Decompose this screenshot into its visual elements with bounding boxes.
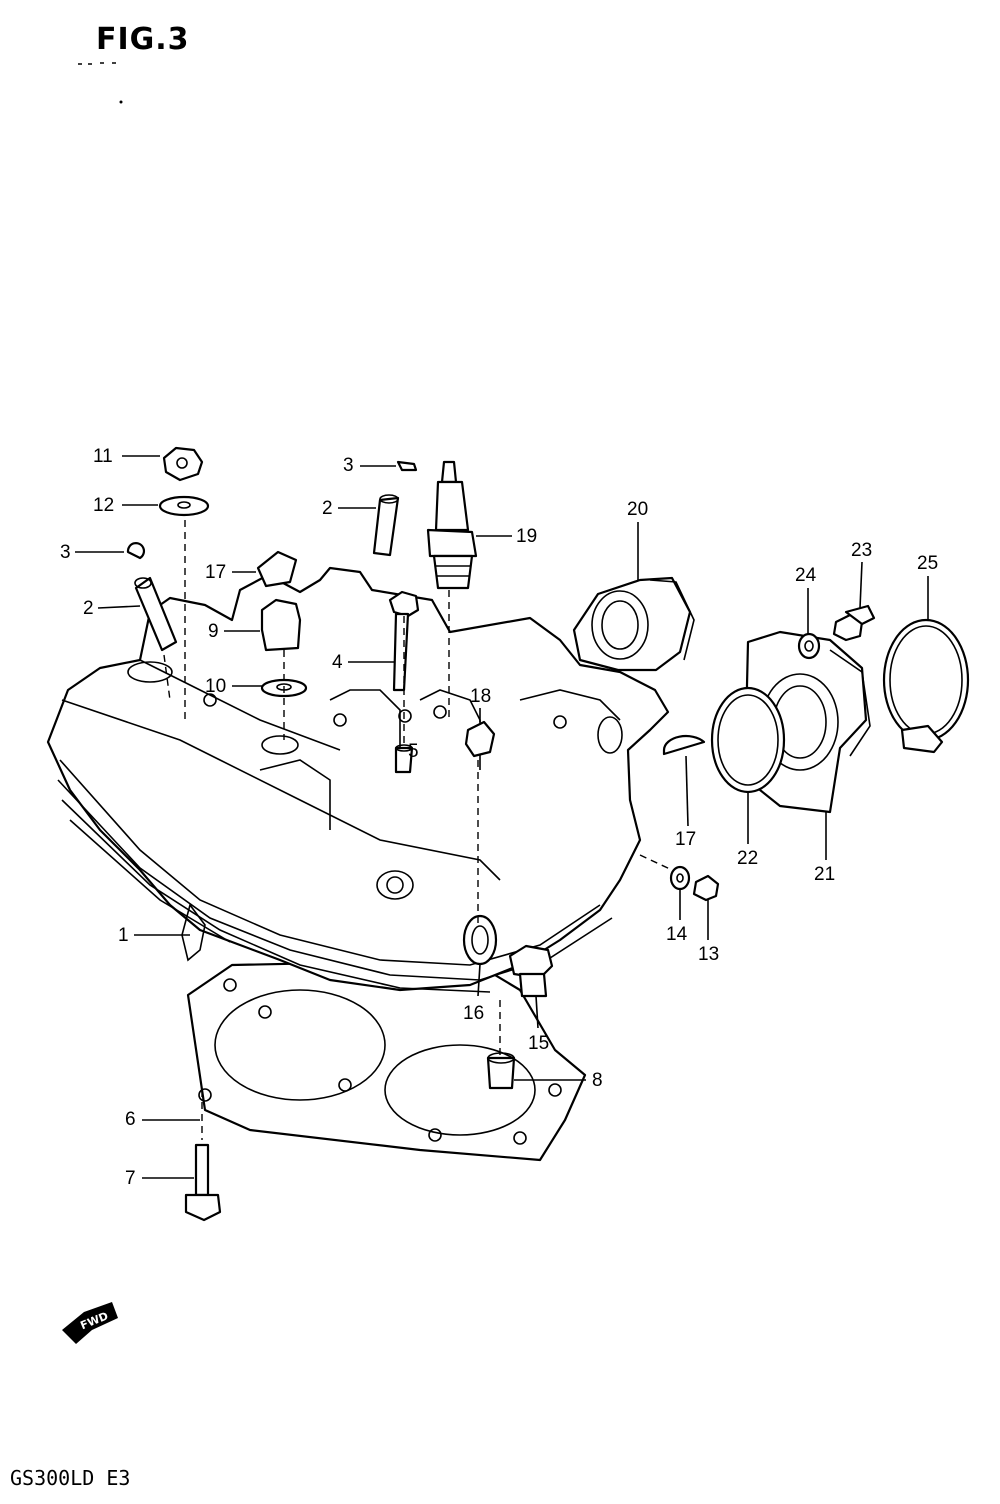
hose-clamp-25	[882, 618, 970, 754]
callout-24: 24	[795, 565, 817, 586]
o-ring-16	[462, 914, 498, 966]
callout-1: 1	[118, 925, 129, 946]
intake-pipe-20	[572, 576, 695, 672]
assembly-lines	[163, 520, 673, 1140]
callout-2-left: 2	[83, 598, 94, 619]
cap-nut-11	[162, 446, 204, 482]
callout-3-left: 3	[60, 542, 71, 563]
fwd-arrow-icon: FWD	[62, 1302, 118, 1344]
cam-key-17-right	[662, 734, 706, 756]
callout-18: 18	[470, 686, 491, 707]
o-ring-22	[710, 686, 786, 794]
callout-19: 19	[516, 526, 537, 547]
callout-17-right: 17	[675, 829, 696, 850]
callout-15: 15	[528, 1033, 549, 1054]
screw-13	[692, 874, 720, 902]
callout-12: 12	[93, 495, 114, 516]
callout-25: 25	[917, 553, 938, 574]
callout-23: 23	[851, 540, 872, 561]
cam-key-17-top	[256, 550, 298, 588]
callout-16: 16	[463, 1003, 484, 1024]
callout-10: 10	[205, 676, 226, 697]
scan-specks	[78, 62, 123, 104]
callout-5: 5	[408, 741, 419, 762]
dowel-pin-8	[486, 1052, 516, 1090]
figure-title: FIG.3	[96, 22, 190, 57]
circlip-3-left	[126, 542, 146, 560]
washer-12	[158, 495, 210, 517]
bolt-7	[184, 1143, 222, 1222]
cylinder-head-gasket	[186, 958, 587, 1162]
callout-13: 13	[698, 944, 719, 965]
callout-labels: 11 12 3 2 17 9 10 3 2 4 5 19 18 20 24 23…	[60, 446, 938, 1189]
dowel-pin-5	[394, 744, 414, 774]
callout-8: 8	[592, 1070, 603, 1091]
callout-20: 20	[627, 499, 648, 520]
washer-14	[669, 865, 691, 891]
callout-3-right: 3	[343, 455, 354, 476]
circlip-3-right	[396, 460, 418, 472]
callout-7: 7	[125, 1168, 136, 1189]
callout-11: 11	[93, 446, 113, 467]
callout-17-top: 17	[205, 562, 226, 583]
plug-15	[508, 944, 554, 998]
callout-4: 4	[332, 652, 343, 673]
callout-6: 6	[125, 1109, 136, 1130]
callout-22: 22	[737, 848, 758, 869]
cap-18	[464, 720, 496, 758]
callout-9: 9	[208, 621, 219, 642]
washer-24	[797, 632, 821, 660]
spark-plug-19	[426, 460, 478, 590]
model-code-label: GS300LD E3	[10, 1466, 131, 1490]
screw-23	[832, 604, 876, 642]
valve-guide-2-left	[134, 576, 178, 652]
callout-14: 14	[666, 924, 688, 945]
callout-2-right: 2	[322, 498, 333, 519]
callout-21: 21	[814, 864, 835, 885]
cap-nut-9	[260, 598, 302, 652]
cylinder-head	[46, 566, 670, 993]
valve-guide-2-right	[372, 494, 400, 557]
